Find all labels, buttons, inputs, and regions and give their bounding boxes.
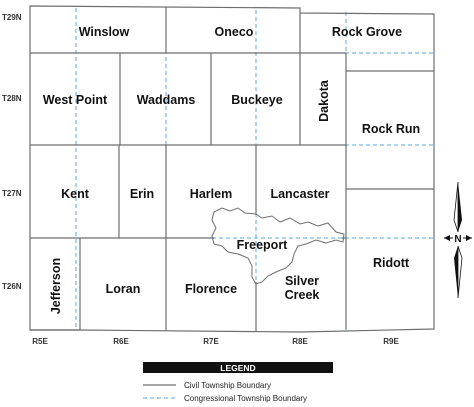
- township-label-dakota: Dakota: [317, 79, 331, 122]
- north-arrow-lower-light: [457, 245, 463, 299]
- legend-header: [143, 362, 333, 373]
- range-label-r7e: R7E: [203, 337, 219, 346]
- civil-boundaries: [29, 5, 435, 333]
- township-label-ridott: Ridott: [373, 256, 410, 270]
- township-label-silver-creek-line1: Silver: [285, 274, 319, 288]
- legend-civil-label: Civil Township Boundary: [184, 381, 271, 390]
- township-labels: Winslow Oneco Rock Grove West Point Wadd…: [43, 25, 420, 314]
- township-label-florence: Florence: [185, 282, 237, 296]
- township-label-oneco: Oneco: [215, 25, 254, 39]
- north-arrow-east-point: [466, 235, 472, 241]
- township-label-winslow: Winslow: [79, 25, 130, 39]
- township-label-west-point: West Point: [43, 93, 108, 107]
- north-arrow-label-bg: [453, 232, 463, 244]
- legend-title: LEGEND: [220, 363, 255, 373]
- township-row-labels: T29N T28N T27N T26N: [2, 13, 22, 291]
- range-column-labels: R5E R6E R7E R8E R9E: [32, 337, 399, 346]
- township-label-jefferson: Jefferson: [49, 258, 63, 314]
- township-label-lancaster: Lancaster: [270, 187, 329, 201]
- range-label-r9e: R9E: [383, 337, 399, 346]
- township-label-buckeye: Buckeye: [231, 93, 282, 107]
- legend: LEGEND Civil Township Boundary Congressi…: [143, 362, 333, 403]
- city-label-freeport: Freeport: [237, 238, 289, 252]
- township-label-erin: Erin: [130, 187, 154, 201]
- range-label-r6e: R6E: [113, 337, 129, 346]
- township-label-silver-creek-line2: Creek: [285, 288, 320, 302]
- township-label-kent: Kent: [61, 187, 90, 201]
- range-label-r8e: R8E: [292, 337, 308, 346]
- north-arrow-west-point: [444, 235, 450, 241]
- township-label-waddams: Waddams: [137, 93, 196, 107]
- row-label-t26n: T26N: [2, 282, 22, 291]
- township-label-loran: Loran: [106, 282, 141, 296]
- north-arrow-upper-light: [453, 181, 459, 233]
- north-arrow: N: [444, 181, 472, 299]
- row-label-t29n: T29N: [2, 13, 22, 22]
- row-label-t27n: T27N: [2, 189, 22, 198]
- freeport-city-boundary: [211, 207, 345, 285]
- north-arrow-label: N: [454, 234, 461, 245]
- township-label-harlem: Harlem: [190, 187, 232, 201]
- legend-congressional-label: Congressional Township Boundary: [184, 394, 307, 403]
- north-arrow-upper-dark: [458, 182, 462, 232]
- township-label-rock-grove: Rock Grove: [332, 25, 402, 39]
- row-label-t28n: T28N: [2, 94, 22, 103]
- north-arrow-lower-dark: [454, 246, 458, 298]
- range-label-r5e: R5E: [32, 337, 48, 346]
- township-label-rock-run: Rock Run: [362, 122, 420, 136]
